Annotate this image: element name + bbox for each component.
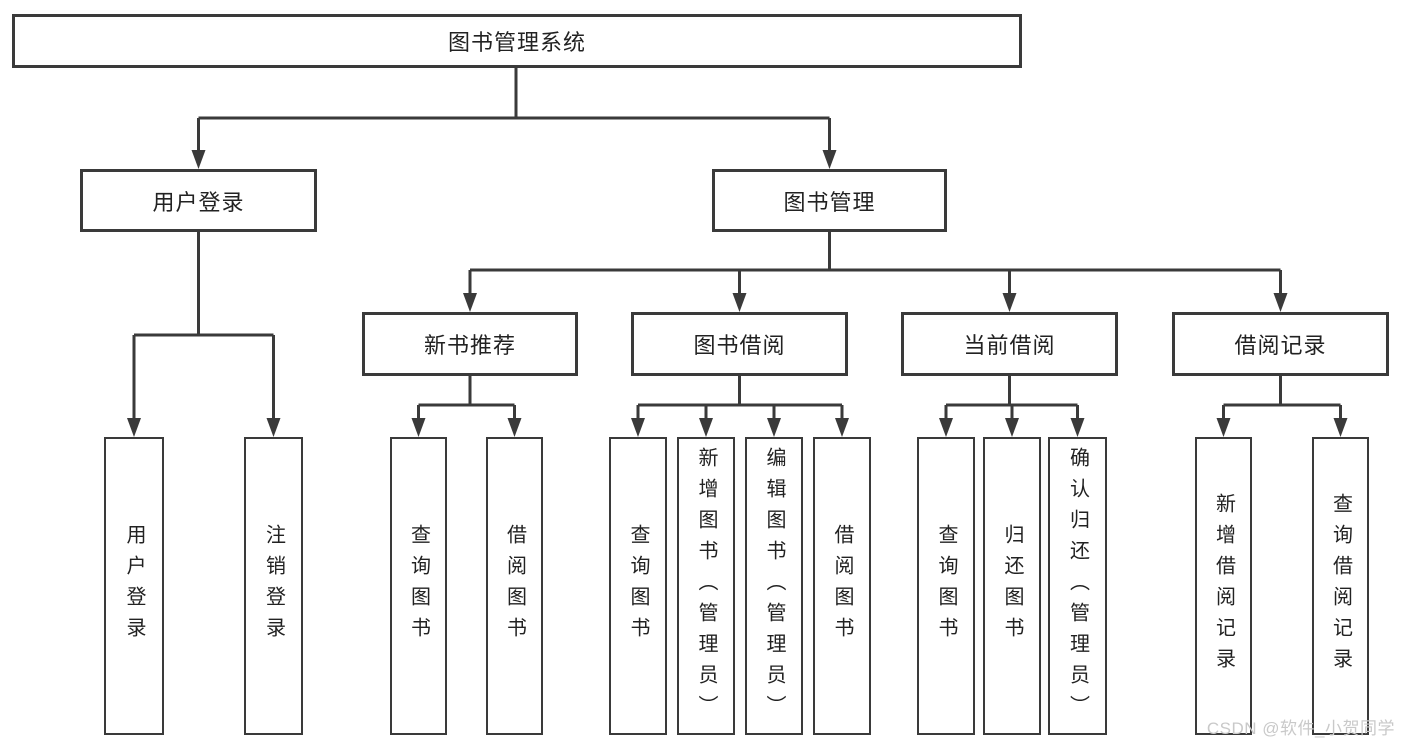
node-label: 图书借阅	[693, 333, 786, 358]
leaf-query-books-borrowing: 查询图书	[609, 437, 667, 735]
node-label: 查询图书	[407, 524, 430, 648]
leaf-borrow-books-borrowing: 借阅图书	[813, 437, 871, 735]
leaf-edit-books-admin: 编辑图书（管理员）	[745, 437, 803, 735]
node-new-book-recommend: 新书推荐	[362, 312, 578, 376]
node-label: 借阅图书	[503, 524, 526, 648]
node-book-management: 图书管理	[712, 169, 947, 232]
node-label: 查询借阅记录	[1329, 493, 1352, 679]
node-book-borrowing: 图书借阅	[631, 312, 848, 376]
leaf-borrow-books-recommend: 借阅图书	[486, 437, 543, 735]
leaf-query-books-recommend: 查询图书	[390, 437, 447, 735]
node-label: 确认归还（管理员）	[1066, 446, 1089, 726]
node-borrowing-records: 借阅记录	[1172, 312, 1389, 376]
csdn-watermark: CSDN @软件_小贺同学	[1206, 719, 1395, 738]
arrowheads	[127, 150, 1348, 437]
leaf-return-books: 归还图书	[983, 437, 1041, 735]
node-label: 注销登录	[262, 524, 285, 648]
node-label: 归还图书	[1001, 524, 1023, 648]
node-label: 查询图书	[935, 524, 957, 648]
leaf-confirm-return-admin: 确认归还（管理员）	[1048, 437, 1107, 735]
node-label: 查询图书	[627, 524, 649, 648]
leaf-add-borrow-record: 新增借阅记录	[1195, 437, 1252, 735]
leaf-logout: 注销登录	[244, 437, 303, 735]
node-label: 图书管理系统	[447, 30, 586, 55]
node-label: 借阅图书	[831, 524, 853, 648]
node-current-borrowing: 当前借阅	[901, 312, 1118, 376]
node-label: 编辑图书（管理员）	[763, 446, 785, 726]
leaf-query-books-current: 查询图书	[917, 437, 975, 735]
node-label: 当前借阅	[963, 333, 1056, 358]
leaf-add-books-admin: 新增图书（管理员）	[677, 437, 735, 735]
node-label: 借阅记录	[1234, 333, 1327, 358]
leaf-query-borrow-record: 查询借阅记录	[1312, 437, 1369, 735]
node-label: 用户登录	[123, 524, 145, 648]
node-label: 新增借阅记录	[1212, 493, 1235, 679]
node-label: 新书推荐	[423, 333, 516, 358]
node-label: 用户登录	[152, 189, 245, 215]
node-label: 新增图书（管理员）	[695, 446, 717, 726]
node-label: 图书管理	[783, 189, 876, 215]
leaf-user-login: 用户登录	[104, 437, 164, 735]
node-user-login: 用户登录	[80, 169, 317, 232]
node-library-management-system: 图书管理系统	[12, 14, 1022, 68]
